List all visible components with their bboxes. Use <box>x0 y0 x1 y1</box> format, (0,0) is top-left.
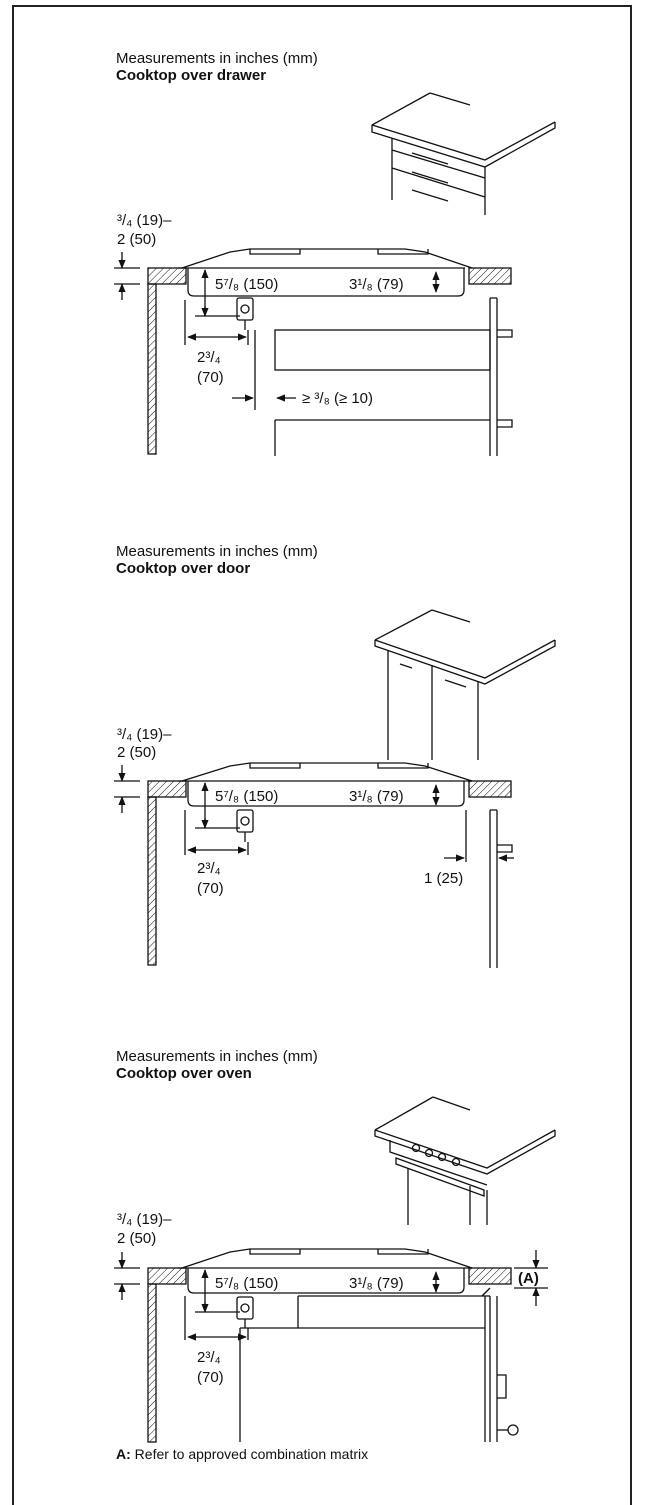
diagram-oven <box>114 1096 556 1443</box>
drawer-labels: ³/₄ (19)– 2 (50) 5⁷/₈ (150) 3¹/₈ (79) 2³… <box>117 212 404 407</box>
dim-side-mm: (70) <box>197 1369 224 1386</box>
dim-gap: ≥ ³/₈ (≥ 10) <box>302 390 373 407</box>
dim-depth: 5⁷/₈ (150) <box>215 1275 278 1292</box>
dim-side: 2³/₄ <box>197 349 221 366</box>
oven-labels: ³/₄ (19)– 2 (50) 5⁷/₈ (150) 3¹/₈ (79) 2³… <box>117 1211 539 1386</box>
wall <box>147 283 157 455</box>
dim-top: ³/₄ (19)– <box>117 1211 172 1228</box>
footnote: A: Refer to approved combination matrix <box>116 1446 368 1462</box>
cooktop <box>178 1248 473 1294</box>
measure-label: Measurements in inches (mm) <box>116 543 318 560</box>
page-frame <box>12 5 632 1505</box>
counter-right <box>468 780 512 798</box>
dim-gap: 1 (25) <box>424 870 463 887</box>
counter-left <box>147 1267 187 1285</box>
dim-top: ³/₄ (19)– <box>117 726 172 743</box>
measure-label: Measurements in inches (mm) <box>116 1048 318 1065</box>
dim-side: 2³/₄ <box>197 1349 221 1366</box>
counter-right <box>468 267 512 285</box>
section-drawer-heading: Measurements in inches (mm) Cooktop over… <box>116 50 318 84</box>
dim-cutout: 3¹/₈ (79) <box>349 1275 404 1292</box>
dim-depth: 5⁷/₈ (150) <box>215 788 278 805</box>
dim-cutout: 3¹/₈ (79) <box>349 788 404 805</box>
dim-depth: 5⁷/₈ (150) <box>215 276 278 293</box>
dim-top2: 2 (50) <box>117 231 156 248</box>
counter-left <box>147 267 187 285</box>
footnote-key: A: <box>116 1446 131 1462</box>
section-door-heading: Measurements in inches (mm) Cooktop over… <box>116 543 318 577</box>
section-title: Cooktop over drawer <box>116 67 267 84</box>
dim-side: 2³/₄ <box>197 860 221 877</box>
gas-regulator <box>236 297 254 330</box>
dim-cutout: 3¹/₈ (79) <box>349 276 404 293</box>
gas-regulator <box>236 1296 254 1328</box>
gas-regulator <box>236 809 254 842</box>
counter-right <box>468 1267 512 1285</box>
wall <box>147 796 157 966</box>
counter-left <box>147 780 187 798</box>
measure-label: Measurements in inches (mm) <box>116 50 318 67</box>
diagram-door <box>114 609 556 968</box>
cooktop <box>178 248 473 297</box>
cooktop <box>178 762 473 807</box>
door-labels: ³/₄ (19)– 2 (50) 5⁷/₈ (150) 3¹/₈ (79) 2³… <box>117 726 463 897</box>
dim-a: (A) <box>518 1270 539 1287</box>
drawer-upper <box>274 329 491 371</box>
wall <box>147 1283 157 1443</box>
section-oven-heading: Measurements in inches (mm) Cooktop over… <box>116 1048 318 1082</box>
dim-side-mm: (70) <box>197 369 224 386</box>
oven-sketch <box>374 1096 556 1225</box>
dim-side-mm: (70) <box>197 880 224 897</box>
cabinet-sketch <box>374 609 556 760</box>
cabinet-sketch <box>371 92 556 215</box>
diagram-drawer <box>114 92 556 456</box>
section-title: Cooktop over oven <box>116 1065 252 1082</box>
dim-top: ³/₄ (19)– <box>117 212 172 229</box>
dim-top2: 2 (50) <box>117 744 156 761</box>
section-title: Cooktop over door <box>116 560 251 577</box>
dim-top2: 2 (50) <box>117 1230 156 1247</box>
footnote-text: Refer to approved combination matrix <box>130 1446 369 1462</box>
